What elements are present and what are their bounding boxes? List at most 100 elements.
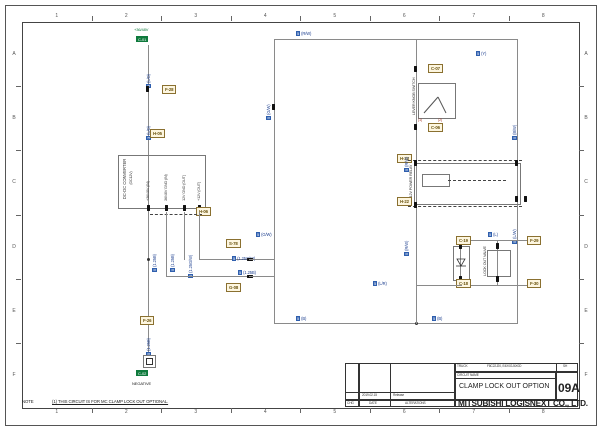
wire-tag-17: 5(L/W) — [512, 229, 517, 244]
dcdc-terminal-2 — [165, 205, 168, 211]
zone-tick — [579, 86, 584, 87]
switch-branch-wire — [416, 39, 418, 324]
connector-g-08: G-08 — [226, 283, 242, 292]
zone-tick — [508, 408, 510, 413]
relay-dashed-top — [408, 160, 522, 161]
zone-tick — [300, 408, 301, 413]
valve-left-wire — [460, 240, 462, 285]
zone-tick — [579, 342, 584, 344]
dcdc-pin-2: 36/48V GND (IN) — [163, 174, 168, 201]
wire-tag-13: 5(B) — [432, 316, 443, 321]
wire-tag-10: 5(G/W) — [266, 104, 271, 120]
zone-row-B: B — [584, 115, 588, 122]
valve-return-wire — [416, 285, 462, 287]
dcdc-wire-gnd-in — [166, 212, 168, 277]
wire-center-join-2 — [249, 276, 275, 278]
left-vertical-bus — [274, 39, 276, 324]
zone-col-1: 1 — [55, 409, 59, 415]
dcdc-converter-subtitle: (DC12V) — [129, 171, 133, 185]
switch-pin-1: (1) — [418, 118, 423, 122]
wire-tag-3: 5(1.25B) — [152, 254, 157, 272]
zone-col-6: 6 — [402, 409, 406, 415]
connector-c-18: C-18 — [456, 279, 471, 288]
main-positive-wire — [148, 45, 150, 355]
wire-tag-11: 5(G/W) — [256, 232, 272, 237]
zone-col-8: 8 — [541, 409, 545, 415]
zone-col-5: 5 — [333, 409, 337, 415]
dcdc-terminal-3 — [183, 205, 186, 211]
relay-coil-box — [422, 174, 450, 187]
wire-tag-14: 5(Y) — [476, 51, 487, 56]
circuit-name-cell — [455, 372, 556, 400]
battery-voltage-label: +36/48V — [134, 27, 149, 32]
connector-c-19: C-19 — [456, 236, 471, 245]
zone-col-5: 5 — [333, 13, 337, 19]
wire-tag-20: 5(L/R) — [373, 281, 387, 286]
zone-row-D: D — [12, 243, 16, 250]
zone-tick — [579, 278, 584, 280]
valve-right-wire — [497, 240, 499, 285]
wire-tag-18: 5(R/W) — [404, 240, 409, 256]
bottom-bus-wire — [274, 323, 518, 325]
negative-terminal-box — [143, 355, 156, 368]
zone-row-C: C — [12, 179, 16, 186]
connector-h-23: H-23 — [397, 154, 412, 163]
terminal-c06 — [414, 124, 417, 130]
valve-top-wire — [460, 240, 530, 242]
lock-out-valve-title: LOCK OUT VALVE — [483, 246, 487, 276]
zone-row-A: A — [12, 51, 16, 58]
note-text: (1) THIS CIRCUIT IS FOR MC CLAMP LOCK OU… — [52, 399, 169, 404]
zone-row-E: E — [12, 307, 16, 314]
zone-tick — [300, 16, 301, 21]
node-junction-1 — [147, 258, 151, 262]
wire-tag-5: 5(1.25G/W) — [188, 255, 193, 278]
diode-terminal-top — [459, 243, 462, 249]
wire-tag-6: 5(1.25G/W) — [232, 256, 255, 261]
zone-row-D: D — [584, 243, 588, 250]
zone-tick — [579, 150, 584, 152]
connector-h-22: H-22 — [397, 197, 412, 206]
zone-col-3: 3 — [194, 13, 198, 19]
dcdc-converter-title: DC-DC CONVERTER — [122, 158, 127, 200]
zone-tick — [508, 16, 510, 21]
zone-tick — [439, 16, 440, 21]
switch-pin-2: (2) — [438, 118, 443, 122]
valve-bottom-wire — [460, 285, 530, 287]
connector-f-30: F-30 — [527, 279, 542, 288]
connector-c-07: C-07 — [428, 64, 443, 73]
relay-terminal-3 — [515, 160, 518, 166]
zone-tick — [369, 408, 371, 413]
dcdc-converter-box — [118, 155, 206, 209]
zone-col-7: 7 — [472, 13, 476, 19]
title-rev-date: 2019.02.15 — [362, 393, 377, 397]
zone-tick — [230, 16, 232, 21]
zone-tick — [16, 214, 21, 216]
truck-label: TRUCK — [457, 364, 468, 368]
drawing-frame-inner — [22, 22, 580, 409]
title-alterations-label: ALTERATIONS — [405, 401, 426, 405]
revision-col-date — [359, 363, 391, 407]
zone-tick — [161, 16, 162, 21]
zone-col-2: 2 — [124, 409, 128, 415]
lock-out-valve-box — [487, 250, 511, 277]
zone-tick — [579, 214, 584, 216]
zone-row-E: E — [584, 307, 588, 314]
sheet-cell — [556, 363, 578, 372]
circuit-label: CIRCUIT NAME — [457, 373, 479, 377]
relay-dashed-bottom — [408, 206, 522, 207]
connector-h-06: H-06 — [196, 207, 211, 216]
title-chg-label: CHG — [347, 401, 354, 405]
connector-s-78: S-78 — [226, 239, 241, 248]
dcdc-pin-3: 12V GND (OUT) — [181, 175, 186, 201]
negative-terminal-inner — [146, 358, 153, 365]
connector-h-05: H-05 — [150, 129, 165, 138]
valve-terminal-top — [496, 243, 499, 249]
circuit-name-value: CLAMP LOCK OUT OPTION — [459, 383, 550, 390]
zone-row-A: A — [584, 51, 588, 58]
drawing-frame-outer — [5, 5, 597, 426]
wire-tag-7: 5(1.25B) — [238, 270, 256, 275]
wire-gnd-run — [166, 276, 249, 278]
zone-row-F: F — [12, 371, 16, 378]
lever-knob-switch-box — [418, 83, 456, 119]
zone-col-1: 1 — [55, 13, 59, 19]
